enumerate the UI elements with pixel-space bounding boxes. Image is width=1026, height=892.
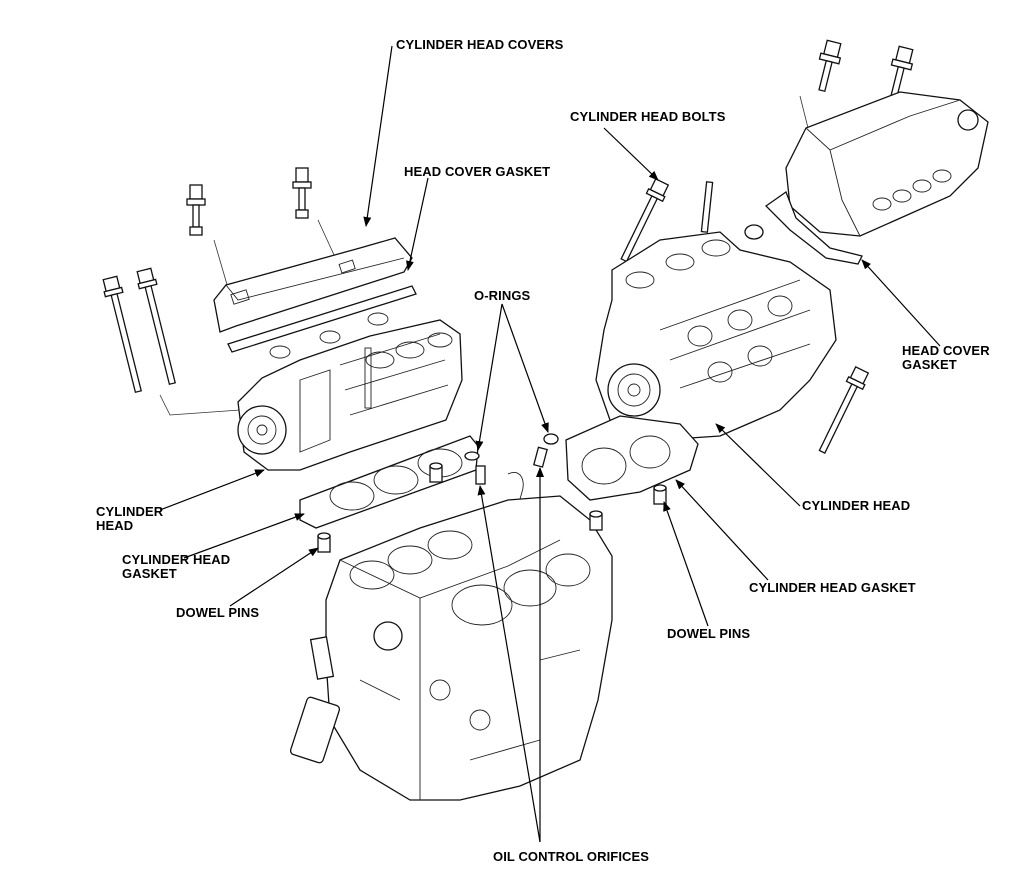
label-cylinder-head-right: CYLINDER HEAD <box>802 498 911 513</box>
left-head-cover-gasket <box>227 285 417 359</box>
label-dowel-pins-left: DOWEL PINS <box>176 605 260 620</box>
label-cylinder-head-left: CYLINDER HEAD <box>96 505 163 533</box>
label-cylinder-head-gasket-left-line1: CYLINDER HEAD <box>122 552 231 567</box>
label-head-cover-gasket-right: HEAD COVER GASKET <box>902 344 990 372</box>
left-cylinder-head-bolts <box>102 267 241 416</box>
right-cylinder-head <box>595 231 837 441</box>
label-o-rings: O-RINGS <box>474 288 531 303</box>
right-cylinder-head-gasket <box>565 415 699 501</box>
label-cylinder-head-bolts: CYLINDER HEAD BOLTS <box>570 109 726 124</box>
right-cover-bolts <box>799 39 914 129</box>
right-cylinder-head-cover <box>785 91 989 237</box>
oil-filter <box>289 636 341 764</box>
left-cover-bolts <box>186 167 341 289</box>
left-cylinder-head-cover <box>213 237 413 333</box>
label-head-cover-gasket-right-line1: HEAD COVER <box>902 343 990 358</box>
label-head-cover-gasket-right-line2: GASKET <box>902 357 957 372</box>
label-cylinder-head-gasket-right: CYLINDER HEAD GASKET <box>749 580 916 595</box>
label-cylinder-head-gasket-left-line2: GASKET <box>122 566 177 581</box>
o-rings-and-orifices <box>464 433 559 521</box>
left-cylinder-head <box>237 319 463 471</box>
label-dowel-pins-right: DOWEL PINS <box>667 626 751 641</box>
label-cylinder-head-covers: CYLINDER HEAD COVERS <box>396 37 564 52</box>
label-head-cover-gasket-left: HEAD COVER GASKET <box>404 164 551 179</box>
right-dowel-pins <box>589 484 667 531</box>
left-dowel-pins <box>317 462 443 553</box>
label-cylinder-head-left-line2: HEAD <box>96 518 134 533</box>
engine-block <box>325 495 613 801</box>
label-cylinder-head-left-line1: CYLINDER <box>96 504 164 519</box>
leader-lines <box>159 45 941 843</box>
label-cylinder-head-gasket-left: CYLINDER HEAD GASKET <box>122 553 230 581</box>
label-oil-control-orifices: OIL CONTROL ORIFICES <box>493 849 650 864</box>
right-head-cover-gasket <box>744 190 863 265</box>
right-cylinder-head-bolts <box>620 178 870 454</box>
